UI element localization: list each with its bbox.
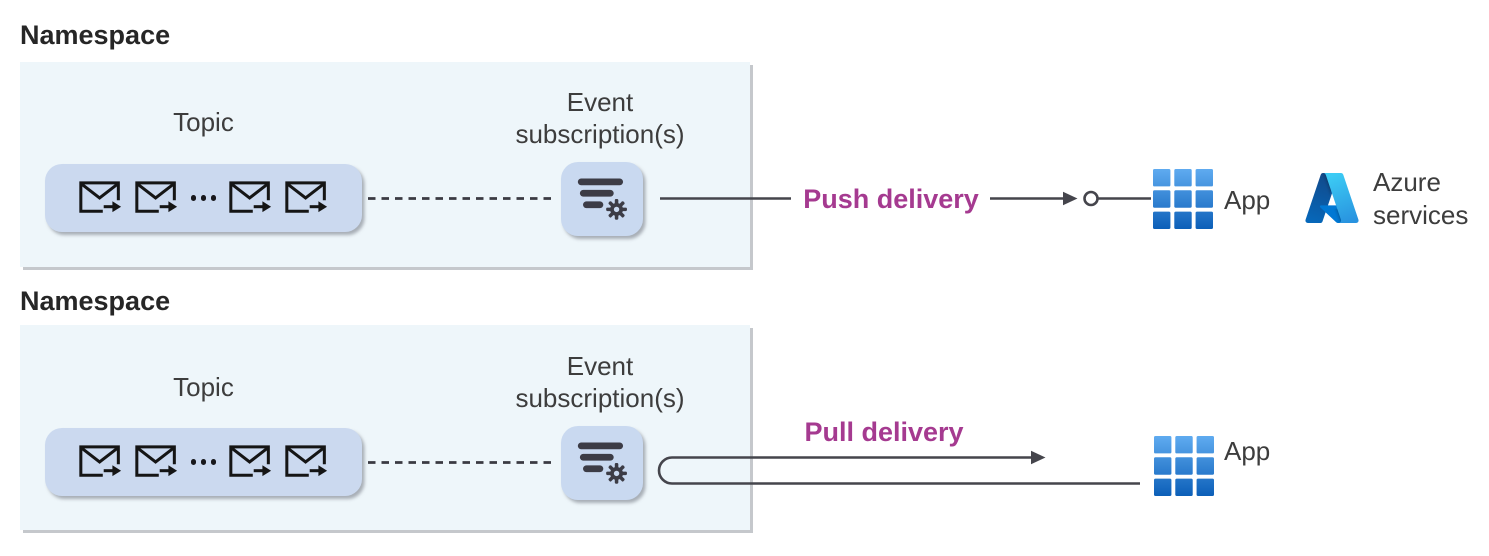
namespace-title-push: Namespace: [20, 20, 171, 50]
app-label: App: [1224, 436, 1271, 466]
envelope-arrow-icon: [229, 181, 272, 215]
filter-gear-icon: [576, 176, 628, 222]
ellipsis-dots: [190, 459, 217, 465]
push-delivery-label: Push delivery: [803, 184, 979, 214]
event-subscription-label-line1: Event: [566, 87, 634, 117]
topic-pill: [45, 164, 362, 232]
envelope-arrow-icon: [285, 445, 328, 479]
ellipsis-dots: [190, 195, 217, 201]
azure-services-label-line1: Azure: [1373, 167, 1441, 197]
envelope-arrow-icon: [285, 181, 328, 215]
namespace-title-pull: Namespace: [20, 286, 171, 316]
event-subscription-tile: [561, 162, 643, 236]
envelope-arrow-icon: [229, 445, 272, 479]
topic-label: Topic: [173, 372, 234, 402]
pull-delivery-label: Pull delivery: [804, 417, 964, 447]
azure-services-label-line2: services: [1373, 200, 1469, 230]
envelope-arrow-icon: [79, 181, 122, 215]
azure-services-label: Azure services: [1373, 166, 1468, 232]
event-subscription-label: Event subscription(s): [470, 86, 730, 150]
socket-circle-connector: [1083, 190, 1099, 207]
topic-pill: [45, 428, 362, 496]
event-subscription-label: Event subscription(s): [470, 350, 730, 414]
envelope-arrow-icon: [135, 181, 178, 215]
app-grid-icon: [1153, 169, 1213, 229]
event-subscription-label-line1: Event: [566, 351, 634, 381]
envelope-arrow-icon: [135, 445, 178, 479]
event-subscription-tile: [561, 426, 643, 500]
app-label: App: [1224, 185, 1271, 215]
push-arrowhead: [1063, 191, 1078, 206]
filter-gear-icon: [576, 440, 628, 486]
topic-label: Topic: [173, 107, 234, 137]
event-subscription-label-line2: subscription(s): [515, 383, 685, 413]
app-grid-icon: [1154, 436, 1214, 496]
envelope-arrow-icon: [79, 445, 122, 479]
event-subscription-label-line2: subscription(s): [515, 119, 685, 149]
azure-logo-icon: [1303, 169, 1361, 227]
pull-arrowhead: [1031, 450, 1046, 465]
